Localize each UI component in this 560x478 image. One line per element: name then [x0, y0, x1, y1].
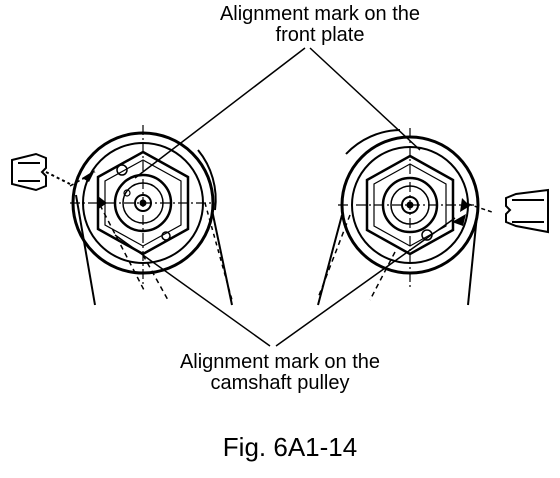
camshaft-leaders	[114, 217, 456, 347]
camshaft-label-line1: Alignment mark on the	[179, 351, 381, 373]
right-sensor-icon	[505, 188, 549, 234]
front-plate-label-line2: front plate	[275, 24, 365, 46]
left-sensor-icon	[11, 152, 71, 192]
camshaft-pulley-label: Alignment mark on the camshaft pulley	[130, 352, 430, 394]
right-pulley	[317, 128, 493, 306]
front-plate-label: Alignment mark on the front plate	[170, 4, 470, 46]
front-plate-label-line1: Alignment mark on the	[219, 3, 421, 25]
camshaft-label-line2: camshaft pulley	[210, 372, 350, 394]
figure-caption: Fig. 6A1-14	[222, 432, 358, 462]
left-pulley	[69, 125, 233, 306]
front-plate-leaders	[134, 47, 421, 179]
